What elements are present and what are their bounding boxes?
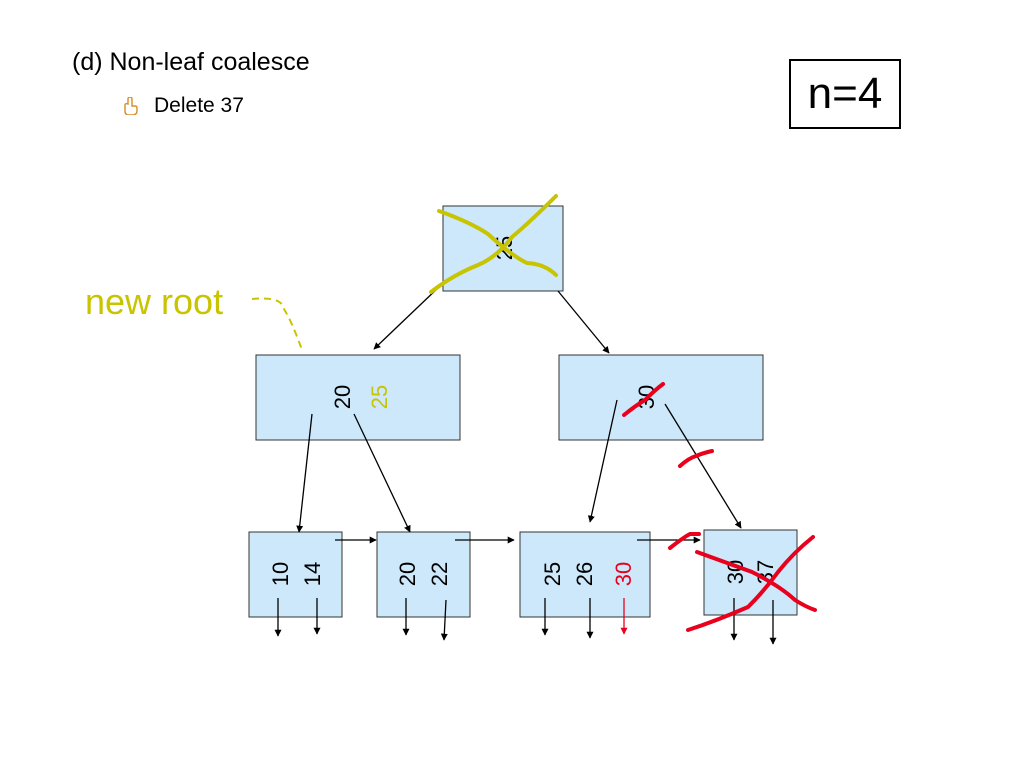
parameter-box: n=4 xyxy=(789,59,901,129)
root-strikeout xyxy=(429,194,558,294)
pointer-root-left xyxy=(373,285,441,350)
parameter-text: n=4 xyxy=(807,69,883,118)
pointer-root-right xyxy=(557,290,610,354)
leaf-1-key-2: 14 xyxy=(300,562,325,586)
new-root-label: new root xyxy=(85,281,223,322)
leaf-3-key-1: 25 xyxy=(540,562,565,586)
bullet-item: Delete 37 xyxy=(122,94,244,118)
internal-left-key-1: 20 xyxy=(330,385,355,409)
leaf-2-key-2: 22 xyxy=(427,562,452,586)
bullet-text: Delete 37 xyxy=(154,94,244,117)
record-pointer xyxy=(440,599,448,641)
pointer-internal-left-2 xyxy=(353,413,411,533)
pointing-hand-icon xyxy=(124,97,138,115)
leaf-node-1 xyxy=(248,531,343,618)
leaf-3-key-3: 30 xyxy=(611,562,636,586)
red-strikeout xyxy=(622,382,817,632)
leaf-3-key-2: 26 xyxy=(572,562,597,586)
internal-node-right xyxy=(558,354,764,441)
leaf-node-2 xyxy=(376,531,471,618)
pointer-internal-right-2 xyxy=(664,403,742,529)
new-root-pointer xyxy=(251,297,303,351)
pointer-internal-right-1 xyxy=(587,399,618,523)
leaf-2-key-1: 20 xyxy=(395,562,420,586)
internal-left-key-2: 25 xyxy=(367,385,392,409)
pointer-internal-left-1 xyxy=(296,413,313,533)
slide-title: (d) Non-leaf coalesce xyxy=(72,48,310,76)
internal-node-left xyxy=(255,354,461,441)
leaf-node-3 xyxy=(519,531,651,618)
leaf-1-key-1: 10 xyxy=(268,562,293,586)
